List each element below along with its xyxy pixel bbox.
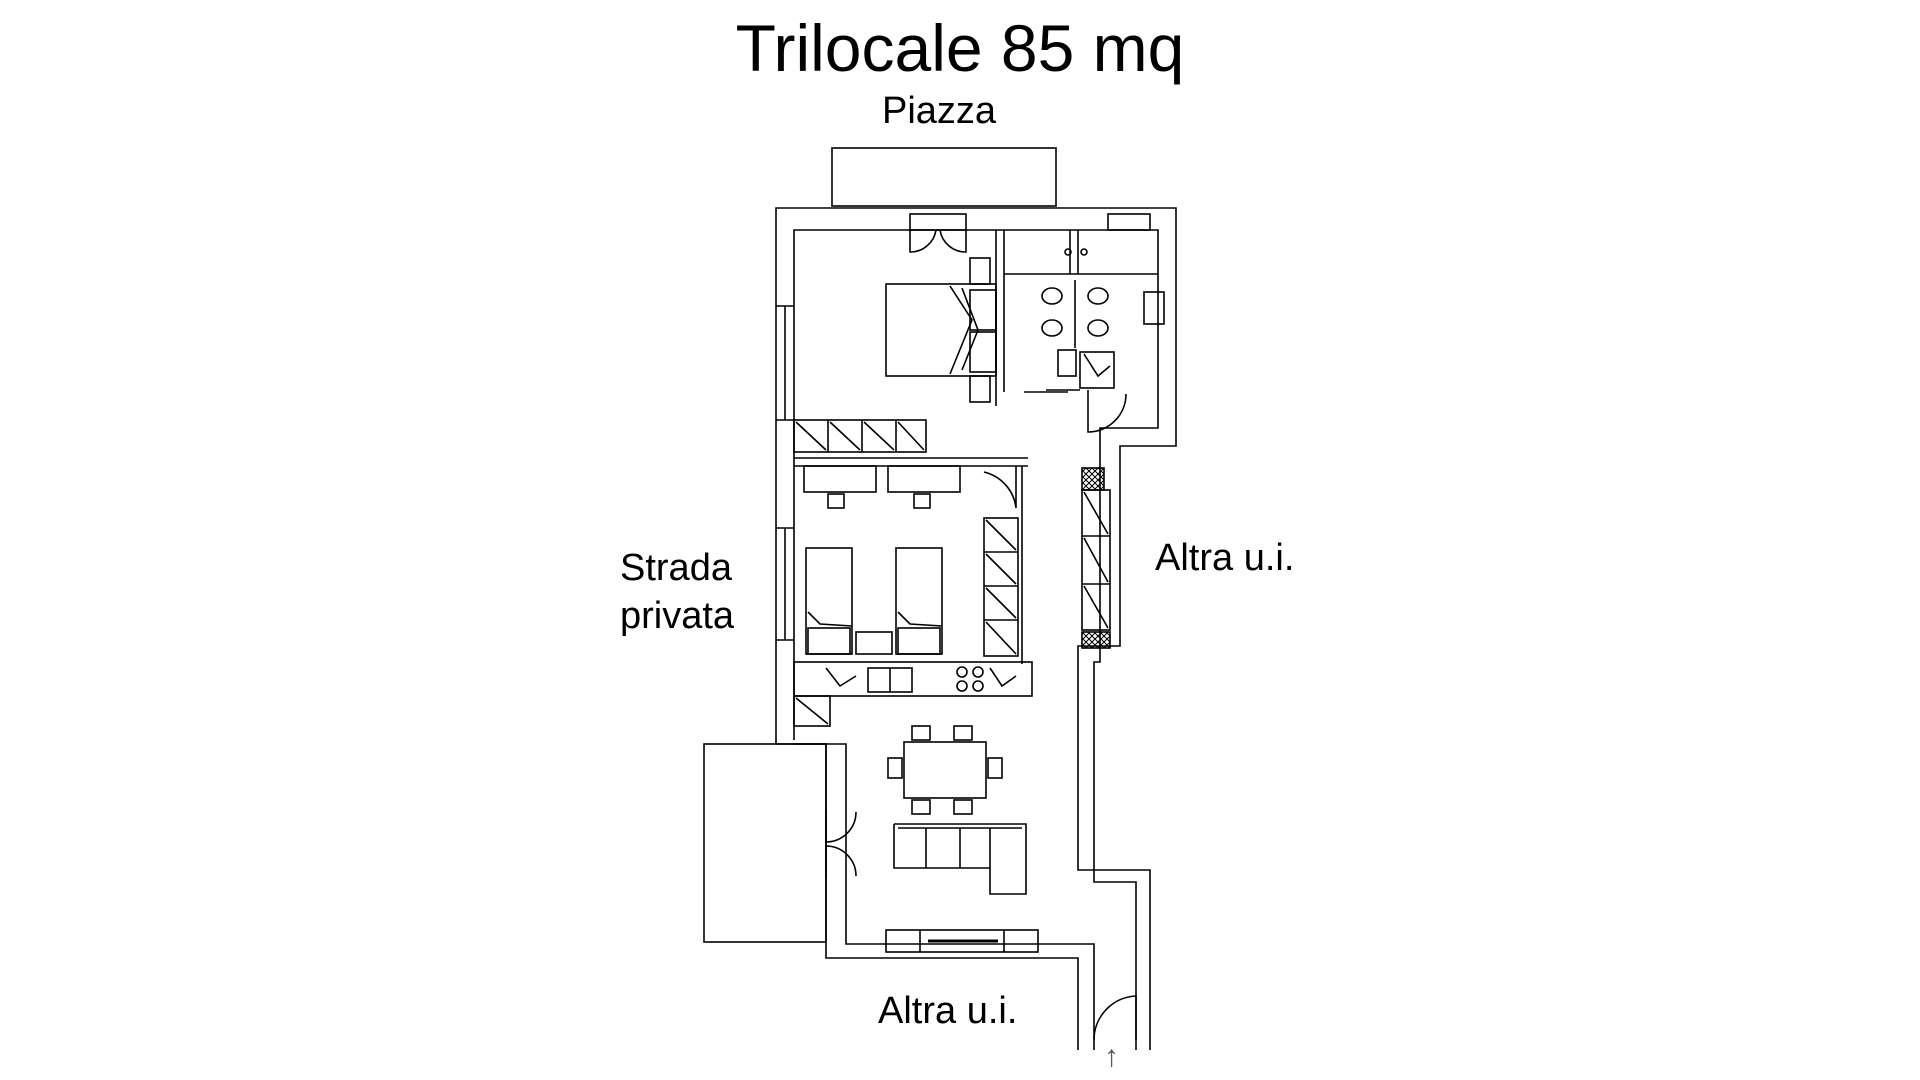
entrance-arrow-icon: ↑ [1104, 1040, 1119, 1073]
top-openings [909, 213, 1151, 253]
left-windows [776, 305, 794, 641]
label-altra-ui-bottom: Altra u.i. [878, 990, 1018, 1032]
wardrobe-right [983, 517, 1019, 657]
label-strada: Strada [620, 547, 732, 589]
corridor-storage [1081, 467, 1111, 649]
wardrobe-top [793, 419, 927, 453]
left-terrace [703, 743, 827, 943]
dining-table [887, 725, 1003, 815]
desks [803, 465, 961, 509]
inner-wall [793, 229, 1159, 1050]
bathroom-fixtures [1024, 280, 1165, 433]
tv-cabinet [885, 929, 1039, 953]
label-altra-ui-right: Altra u.i. [1155, 537, 1295, 579]
lower-left-wall-inner [794, 743, 1095, 1050]
twin-beds [805, 547, 943, 655]
top-balcony [831, 147, 1057, 207]
plan-title: Trilocale 85 mq [735, 11, 1185, 85]
label-strada-privata: Strada privata [620, 544, 734, 640]
twin-room-door [983, 466, 1017, 509]
label-privata: privata [620, 595, 735, 637]
outer-wall [775, 207, 1177, 1050]
terrace-door [825, 810, 857, 878]
label-piazza: Piazza [882, 90, 997, 132]
sofa [893, 823, 1027, 895]
entrance-door [1093, 995, 1137, 1041]
double-bed [885, 257, 997, 403]
kitchen-counter [793, 661, 1033, 727]
